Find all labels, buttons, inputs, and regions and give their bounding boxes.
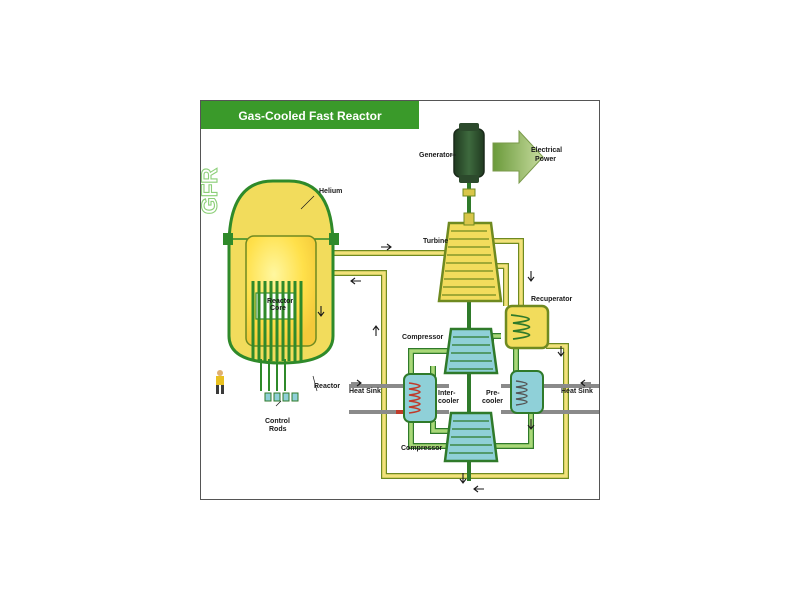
diagram-title: Gas-Cooled Fast Reactor bbox=[238, 109, 382, 123]
diagram-frame: Gas-Cooled Fast Reactor GFR bbox=[200, 100, 600, 500]
flow-arrow-icon bbox=[317, 306, 325, 317]
gfr-diagram: Gas-Cooled Fast Reactor GFR bbox=[201, 101, 599, 493]
flow-arrow-icon bbox=[372, 325, 380, 336]
label-precooler-1: Pre- bbox=[486, 390, 500, 397]
label-electrical-power-1: Electrical bbox=[531, 147, 562, 154]
label-intercooler-1: Inter- bbox=[438, 390, 456, 397]
compressor-bottom bbox=[443, 411, 499, 463]
flow-arrow-icon bbox=[580, 379, 591, 387]
label-compressor-top: Compressor bbox=[402, 334, 444, 341]
label-control-rods-1: Control bbox=[265, 418, 290, 425]
label-control-rods-2: Rods bbox=[269, 426, 287, 433]
flow-arrow-icon bbox=[557, 346, 565, 357]
flow-arrows bbox=[317, 243, 591, 493]
flow-arrow-icon bbox=[473, 485, 484, 493]
label-intercooler-2: cooler bbox=[438, 398, 459, 405]
recuperator bbox=[504, 304, 550, 350]
electrical-power-arrow-icon bbox=[492, 129, 544, 185]
title-bar: Gas-Cooled Fast Reactor bbox=[201, 101, 419, 129]
label-recuperator: Recuperator bbox=[531, 296, 573, 303]
label-precooler-2: cooler bbox=[482, 398, 503, 405]
heat-sink-right bbox=[501, 384, 599, 414]
flow-arrow-icon bbox=[527, 271, 535, 282]
reactor-core-region bbox=[245, 235, 317, 347]
precooler bbox=[510, 370, 544, 414]
flow-arrow-icon bbox=[527, 419, 535, 430]
label-heat-sink-left: Heat Sink bbox=[349, 388, 381, 395]
gfr-logo: GFR bbox=[201, 167, 223, 215]
label-reactor: Reactor bbox=[314, 383, 340, 390]
compressor-top bbox=[443, 327, 499, 375]
label-heat-sink-right: Heat Sink bbox=[561, 388, 593, 395]
label-generator: Generator bbox=[419, 152, 453, 159]
leader-lines bbox=[275, 154, 456, 407]
flow-arrow-icon bbox=[350, 277, 361, 285]
labels: Generator Electrical Power Helium Turbin… bbox=[265, 147, 593, 452]
label-reactor-core-2: Core bbox=[270, 305, 286, 312]
label-turbine: Turbine bbox=[423, 238, 448, 245]
label-electrical-power-2: Power bbox=[535, 156, 556, 163]
label-reactor-core-1: Reactor bbox=[267, 298, 293, 305]
label-helium: Helium bbox=[319, 188, 342, 195]
control-rods bbox=[251, 281, 303, 402]
label-compressor-bottom: Compressor bbox=[401, 445, 443, 452]
shaft bbox=[467, 161, 471, 481]
flow-arrow-icon bbox=[381, 243, 392, 251]
flow-arrow-icon bbox=[351, 379, 362, 387]
gfr-logo-text: GFR bbox=[201, 168, 222, 215]
yellow-piping bbox=[301, 238, 569, 479]
intercooler bbox=[403, 373, 437, 423]
person-icon bbox=[216, 370, 224, 394]
flow-arrow-icon bbox=[459, 473, 467, 484]
turbine bbox=[437, 212, 503, 303]
title-bar-background bbox=[201, 101, 419, 129]
generator bbox=[453, 123, 485, 197]
